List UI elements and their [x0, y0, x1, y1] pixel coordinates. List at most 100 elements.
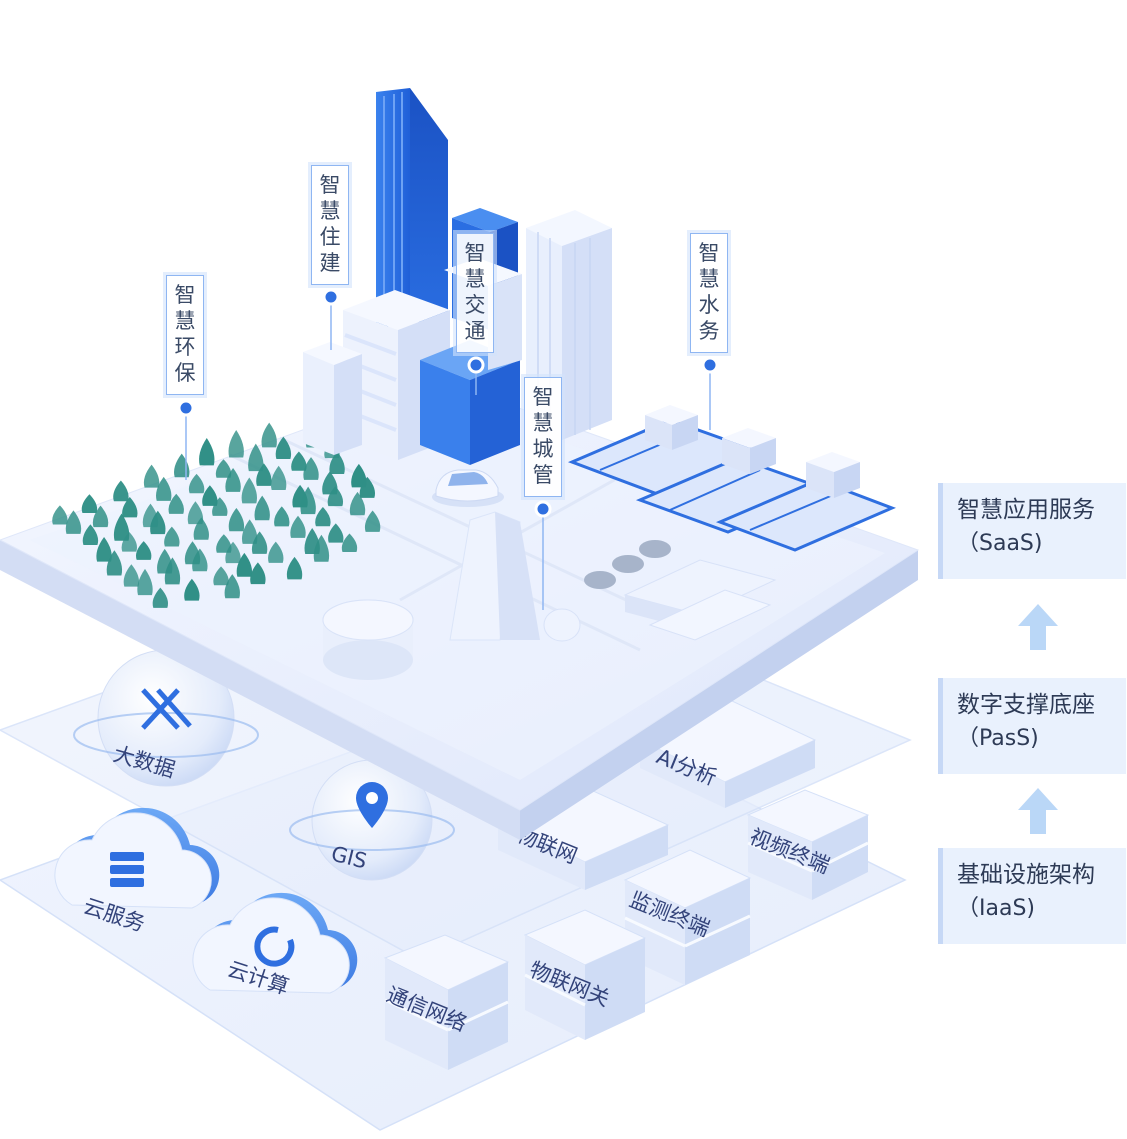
- location-pin-icon: [356, 782, 388, 828]
- round-tank: [322, 599, 414, 680]
- tree: [286, 556, 303, 580]
- iot-gateway-module: 物联网关: [523, 909, 647, 1040]
- tree: [349, 491, 366, 516]
- layer-saas-subtitle: （SaaS): [957, 531, 1043, 556]
- tree: [303, 457, 319, 480]
- tree: [364, 510, 381, 532]
- tree: [152, 587, 169, 608]
- tree: [224, 574, 240, 599]
- tree: [248, 443, 264, 472]
- layer-paas: 数字支撑底座 （PasS): [938, 678, 1126, 774]
- tree: [81, 494, 98, 514]
- tree: [174, 453, 190, 478]
- tree: [168, 493, 184, 514]
- pipe-blocks: [623, 559, 777, 641]
- tree: [268, 541, 284, 563]
- tree: [188, 473, 205, 494]
- tree: [327, 486, 344, 507]
- tree: [291, 451, 307, 471]
- water-treatment-area: [567, 418, 896, 552]
- arrow-up-icon: [1018, 604, 1058, 650]
- tree: [122, 497, 138, 518]
- white-slab-building: [303, 342, 362, 455]
- tree: [121, 531, 137, 552]
- tag-smart-construction: 智慧住建: [311, 165, 349, 285]
- tree: [123, 564, 140, 587]
- tree: [92, 505, 109, 528]
- tree: [275, 436, 292, 459]
- tree: [241, 477, 257, 504]
- tree: [250, 562, 266, 585]
- tree: [228, 429, 244, 458]
- tree: [270, 465, 287, 491]
- tree: [137, 568, 153, 596]
- ring-icon: [254, 926, 295, 967]
- tree: [313, 534, 330, 562]
- tree: [251, 531, 268, 554]
- tree: [329, 451, 345, 475]
- monitor-terminal-module: 监测终端: [623, 849, 752, 985]
- tree: [156, 476, 172, 501]
- tree: [202, 485, 218, 506]
- cloud-service-icon: 云服务: [54, 807, 220, 936]
- tree: [150, 510, 166, 535]
- tree: [192, 548, 208, 572]
- tree: [290, 515, 306, 538]
- tree: [164, 526, 180, 547]
- layer-saas-title: 智慧应用服务: [957, 497, 1095, 523]
- arrow-up-icon: [1018, 788, 1058, 834]
- tree: [225, 541, 241, 564]
- tree: [212, 497, 228, 516]
- comm-network-module: 通信网络: [383, 934, 510, 1070]
- layer-iaas-subtitle: （IaaS): [957, 896, 1035, 921]
- tag-smart-water: 智慧水务: [690, 233, 728, 353]
- tree: [113, 480, 129, 502]
- big-data-icon: [141, 688, 192, 730]
- tree: [193, 517, 209, 540]
- tree: [82, 524, 99, 546]
- layer-paas-subtitle: （PasS): [957, 726, 1039, 751]
- tree: [236, 552, 253, 577]
- car-icon: [432, 469, 504, 507]
- tree: [228, 507, 245, 532]
- storage-domes: [543, 540, 671, 642]
- tree: [315, 506, 331, 527]
- tree: [300, 486, 316, 515]
- tree: [96, 536, 112, 562]
- tag-smart-traffic: 智慧交通: [456, 233, 494, 353]
- tree: [254, 495, 270, 521]
- tree: [184, 578, 200, 601]
- layer-saas: 智慧应用服务 （SaaS): [938, 483, 1126, 579]
- tree: [113, 513, 130, 541]
- tree: [215, 459, 232, 478]
- tree: [143, 464, 160, 488]
- tree: [261, 422, 277, 448]
- tree: [241, 519, 258, 544]
- tall-blue-tower: [376, 88, 448, 330]
- gis-sphere: GIS: [289, 759, 455, 881]
- tree: [135, 541, 152, 560]
- tree: [52, 505, 68, 525]
- layer-iaas: 基础设施架构 （IaaS): [938, 848, 1126, 944]
- tree: [65, 510, 82, 534]
- tree: [187, 501, 204, 525]
- forest-area: [52, 422, 381, 608]
- water-tank-units: [645, 405, 860, 498]
- tree: [106, 550, 123, 576]
- tree: [351, 463, 367, 488]
- tree: [274, 506, 290, 527]
- layer-iaas-title: 基础设施架构: [957, 862, 1095, 888]
- tree: [225, 468, 241, 492]
- tree: [216, 534, 232, 553]
- tag-smart-environment: 智慧环保: [166, 275, 204, 395]
- tree: [256, 463, 272, 486]
- tree: [328, 523, 344, 543]
- tree: [199, 438, 215, 466]
- tag-leaders: [185, 305, 711, 610]
- tree: [213, 566, 229, 586]
- server-stack-icon: [110, 852, 144, 887]
- tree: [164, 557, 181, 585]
- tree: [359, 476, 376, 498]
- tag-smart-urban-management: 智慧城管: [524, 377, 562, 497]
